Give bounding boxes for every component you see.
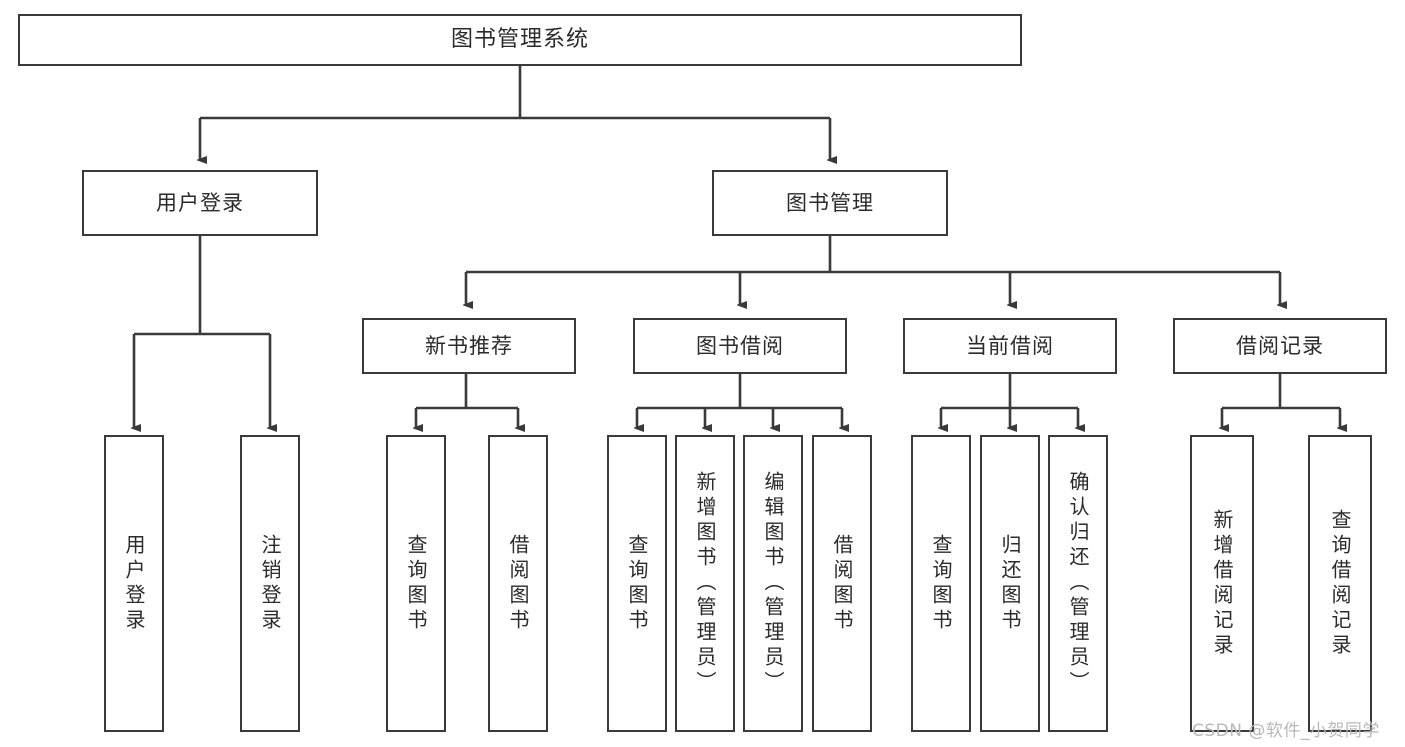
- node-label: 确认归还（管理员）: [1066, 471, 1090, 696]
- node-leaf-user-login[interactable]: 用户登录: [104, 435, 164, 732]
- node-user-login[interactable]: 用户登录: [82, 170, 318, 236]
- node-label: 查询图书: [929, 533, 953, 634]
- node-leaf-confirm-return[interactable]: 确认归还（管理员）: [1048, 435, 1108, 732]
- node-label: 新增借阅记录: [1210, 508, 1234, 659]
- node-label: 借阅图书: [506, 533, 530, 634]
- csdn-watermark: CSDN @软件_小贺同学: [1192, 721, 1380, 741]
- node-leaf-borrow-book-1[interactable]: 借阅图书: [488, 435, 548, 732]
- node-label: 图书管理系统: [450, 27, 589, 53]
- node-leaf-query-book-3[interactable]: 查询图书: [911, 435, 971, 732]
- node-leaf-query-book-2[interactable]: 查询图书: [607, 435, 667, 732]
- node-book-management[interactable]: 图书管理: [712, 170, 948, 236]
- node-label: 查询图书: [404, 533, 428, 634]
- node-label: 查询借阅记录: [1328, 508, 1352, 659]
- node-label: 归还图书: [998, 533, 1022, 634]
- node-label: 用户登录: [122, 533, 146, 634]
- node-label: 查询图书: [625, 533, 649, 634]
- node-new-book-recommend[interactable]: 新书推荐: [362, 318, 576, 374]
- node-leaf-edit-book[interactable]: 编辑图书（管理员）: [743, 435, 803, 732]
- node-label: 注销登录: [258, 533, 282, 634]
- node-borrow-record[interactable]: 借阅记录: [1173, 318, 1387, 374]
- node-label: 编辑图书（管理员）: [761, 471, 785, 696]
- node-current-borrow[interactable]: 当前借阅: [903, 318, 1117, 374]
- node-label: 用户登录: [156, 190, 244, 215]
- node-leaf-user-logout[interactable]: 注销登录: [240, 435, 300, 732]
- node-label: 新增图书（管理员）: [693, 471, 717, 696]
- node-leaf-add-book[interactable]: 新增图书（管理员）: [675, 435, 735, 732]
- node-label: 借阅记录: [1236, 333, 1324, 358]
- node-label: 图书管理: [786, 190, 874, 215]
- node-leaf-borrow-book-2[interactable]: 借阅图书: [812, 435, 872, 732]
- node-root-system[interactable]: 图书管理系统: [18, 14, 1022, 66]
- node-label: 新书推荐: [425, 333, 513, 358]
- node-leaf-query-record[interactable]: 查询借阅记录: [1308, 435, 1372, 732]
- node-label: 图书借阅: [696, 333, 784, 358]
- node-leaf-add-record[interactable]: 新增借阅记录: [1190, 435, 1254, 732]
- node-book-borrow[interactable]: 图书借阅: [633, 318, 847, 374]
- node-label: 借阅图书: [830, 533, 854, 634]
- node-leaf-return-book[interactable]: 归还图书: [980, 435, 1040, 732]
- node-leaf-query-book-1[interactable]: 查询图书: [386, 435, 446, 732]
- node-label: 当前借阅: [966, 333, 1054, 358]
